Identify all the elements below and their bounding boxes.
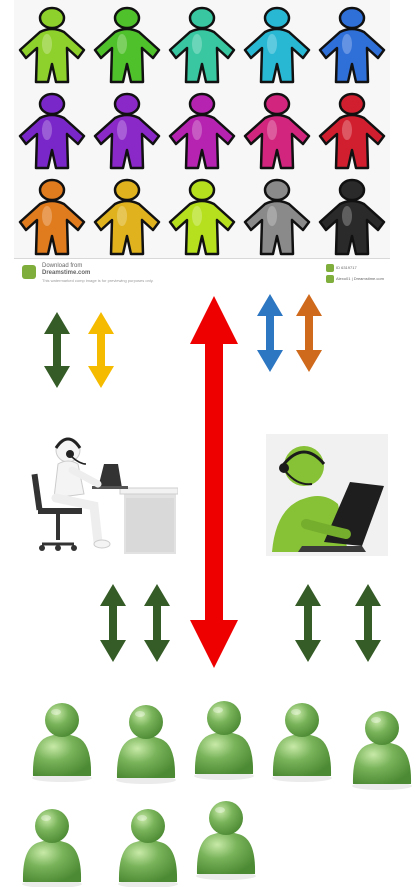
- user-figure-icon: [22, 809, 82, 887]
- double-arrow-orange: [296, 294, 322, 372]
- colored-person-figure: [243, 92, 311, 170]
- double-arrow-dark-green: [100, 584, 126, 662]
- double-arrow-dark-green: [295, 584, 321, 662]
- support-agent-at-desk-icon: [31, 437, 178, 554]
- colored-person-figure: [318, 6, 386, 84]
- stock-people-grid-image: [14, 0, 390, 286]
- colored-person-figure: [318, 92, 386, 170]
- colored-person-figure: [93, 6, 161, 84]
- dreamstime-logo-icon: [22, 265, 36, 279]
- colored-person-figure: [243, 178, 311, 256]
- double-arrow-blue: [257, 294, 283, 372]
- users-group: [22, 701, 412, 887]
- double-arrow-dark-green: [144, 584, 170, 662]
- user-figure-icon: [272, 703, 332, 782]
- colored-person-figure: [93, 178, 161, 256]
- footer-license-note: This watermarked comp image is for previ…: [42, 278, 154, 283]
- colored-person-figure: [168, 6, 236, 84]
- dreamstime-small-icon: [326, 264, 334, 272]
- support-agent-with-laptop-icon: [266, 434, 388, 556]
- colored-person-figure: [18, 178, 86, 256]
- colored-person-figure: [243, 6, 311, 84]
- footer-site-name: Dreamstime.com: [42, 270, 91, 276]
- user-figure-icon: [32, 703, 92, 782]
- user-figure-icon: [118, 809, 178, 887]
- user-figure-icon: [116, 705, 176, 784]
- user-figure-icon: [352, 711, 412, 790]
- colored-figures-grid: [18, 6, 386, 256]
- double-arrow-gold: [88, 312, 114, 388]
- colored-person-figure: [93, 92, 161, 170]
- footer-credit: Alexo01 | Dreamstime.com: [336, 276, 384, 281]
- user-figure-icon: [196, 801, 256, 880]
- colored-person-figure: [18, 92, 86, 170]
- stock-watermark-footer: Download from Dreamstime.com This waterm…: [14, 258, 390, 287]
- colored-person-figure: [18, 6, 86, 84]
- colored-person-figure: [168, 92, 236, 170]
- colored-person-figure: [168, 178, 236, 256]
- double-arrow-dark-green: [44, 312, 70, 388]
- double-arrow-red: [190, 296, 238, 668]
- double-arrow-dark-green: [355, 584, 381, 662]
- colored-person-figure: [318, 178, 386, 256]
- footer-image-id: ID 6319717: [336, 265, 357, 270]
- dreamstime-small-icon: [326, 275, 334, 283]
- user-figure-icon: [194, 701, 254, 780]
- footer-download-from: Download from: [42, 263, 83, 269]
